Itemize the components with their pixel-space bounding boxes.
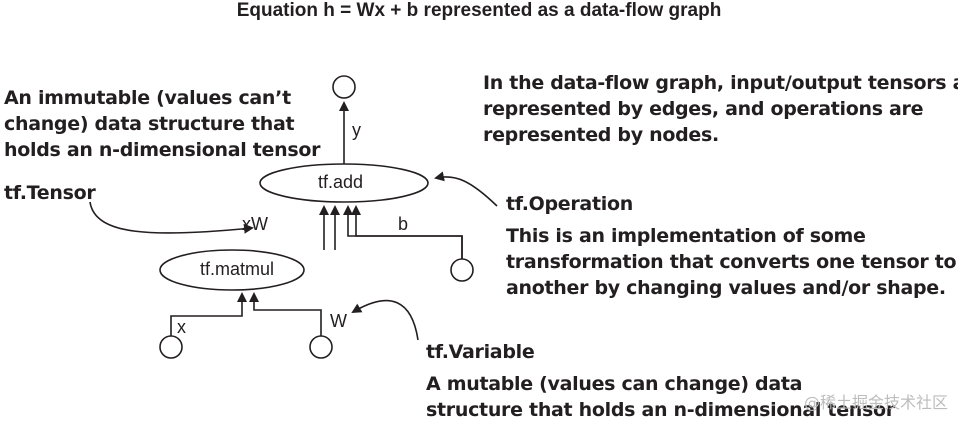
input-w-circle	[309, 335, 333, 359]
watermark: @稀土掘金技术社区	[803, 393, 948, 412]
operation-line-1: This is an implementation of some	[506, 225, 866, 247]
operation-pointer-arrow	[434, 171, 498, 207]
add-node-label: tf.add	[318, 172, 364, 192]
variable-heading: tf.Variable	[426, 341, 535, 363]
variable-line-2: structure that holds an n-dimensional te…	[426, 399, 895, 421]
immutable-line-3: holds an n-dimensional tensor	[4, 139, 321, 161]
edge-x-line	[170, 292, 247, 336]
add-node-ellipse	[259, 163, 429, 203]
edge-label-w: W	[330, 311, 347, 331]
diagram-title: Equation h = Wx + b represented as a dat…	[236, 0, 722, 21]
dataflow-annotation: In the data-flow graph, input/output ten…	[483, 70, 958, 148]
edge-w-line	[249, 292, 322, 336]
input-b-circle	[450, 258, 474, 282]
dataflow-line-3: represented by nodes.	[483, 124, 719, 146]
operation-heading: tf.Operation	[506, 193, 633, 215]
edge-label-y: y	[352, 120, 361, 140]
edge-label-xw: xW	[242, 214, 268, 234]
edge-b-line-2	[351, 205, 463, 259]
variable-annotation: tf.Variable A mutable (values can change…	[426, 339, 895, 423]
tensor-heading: tf.Tensor	[4, 182, 96, 204]
tensor-annotation: tf.Tensor	[4, 180, 96, 206]
variable-line-1: A mutable (values can change) data	[426, 373, 803, 395]
immutable-annotation: An immutable (values can’t change) data …	[4, 85, 321, 163]
operation-annotation: tf.Operation This is an implementation o…	[506, 191, 957, 301]
dataflow-line-2: represented by edges, and operations are	[483, 98, 924, 120]
matmul-node-ellipse	[159, 249, 305, 291]
immutable-line-2: change) data structure that	[4, 113, 295, 135]
edge-label-b: b	[398, 214, 409, 234]
operation-line-2: transformation that converts one tensor …	[506, 251, 957, 273]
output-node-circle	[332, 75, 356, 99]
variable-pointer-arrow	[351, 299, 419, 341]
immutable-line-1: An immutable (values can’t	[4, 87, 291, 109]
dataflow-line-1: In the data-flow graph, input/output ten…	[483, 72, 958, 94]
input-x-circle	[159, 335, 183, 359]
tensor-pointer-arrow	[89, 201, 254, 234]
matmul-node-label: tf.matmul	[200, 259, 275, 279]
edge-label-x: x	[177, 317, 186, 337]
operation-line-3: another by changing values and/or shape.	[506, 277, 946, 299]
